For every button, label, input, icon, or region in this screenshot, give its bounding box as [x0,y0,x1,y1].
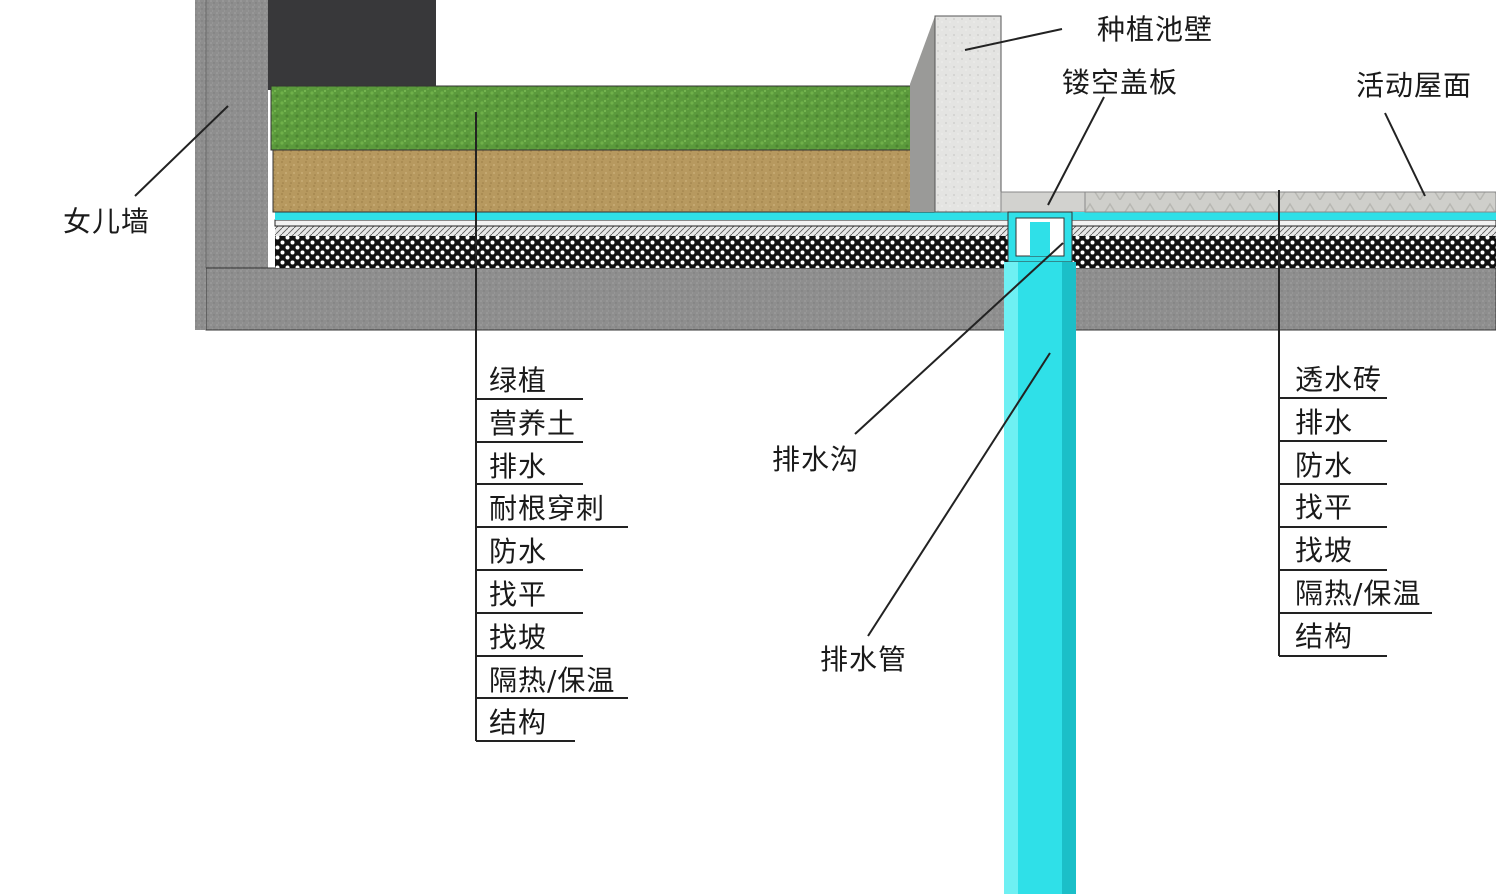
label-grate-cover: 镂空盖板 [1062,66,1179,99]
soil-layer [272,149,936,213]
green-roof-layer-label: 找坡 [489,620,548,654]
label-accessible-roof: 活动屋面 [1356,69,1473,102]
membrane-layer-right [1071,219,1496,227]
insulation-layer-left [275,236,1008,268]
left-stack-underlines [476,398,628,742]
paver-layer [1084,191,1496,213]
green-roof-layer-label: 结构 [489,706,548,740]
green-roof-layer-label: 找平 [489,578,548,611]
right-stack-underlines [1279,397,1432,657]
parapet-wall [195,0,268,330]
accessible-roof-layer-label: 隔热/保温 [1295,577,1422,610]
label-drain-pipe: 排水管 [820,643,908,676]
drainage-layer-right [1072,212,1496,220]
accessible-roof-layer-label: 排水 [1295,405,1354,439]
label-drain-channel: 排水沟 [772,443,860,476]
hatch-layer-left [275,226,1008,236]
structural-slab [205,267,1496,331]
dark-backwall [268,0,436,90]
label-planter-wall: 种植池壁 [1097,13,1214,46]
accessible-roof-layer-label: 透水砖 [1295,363,1383,396]
insulation-layer-right [1072,236,1496,268]
green-roof-layer-label: 排水 [489,449,548,483]
label-parapet: 女儿墙 [63,205,151,238]
accessible-roof-layer-label: 防水 [1295,448,1354,482]
drainage-layer-left [275,212,1008,220]
grate-cover [1000,191,1086,213]
membrane-layer-left [274,219,1009,227]
hatch-layer-right [1072,226,1496,236]
accessible-roof-layer-label: 结构 [1295,619,1354,653]
grass-layer [270,85,936,151]
accessible-roof-layer-label: 找平 [1295,491,1354,525]
planter-wall [934,15,1002,213]
green-roof-layer-label: 营养土 [489,406,577,440]
accessible-roof-layer-label: 找坡 [1295,534,1354,568]
planter-wall-shadow [910,16,935,212]
green-roof-layer-label: 耐根穿刺 [489,492,606,526]
green-roof-layer-label: 防水 [489,535,548,569]
green-roof-layer-label: 隔热/保温 [489,663,616,697]
leader-lines [134,28,1426,741]
green-roof-layer-label: 绿植 [489,364,548,397]
